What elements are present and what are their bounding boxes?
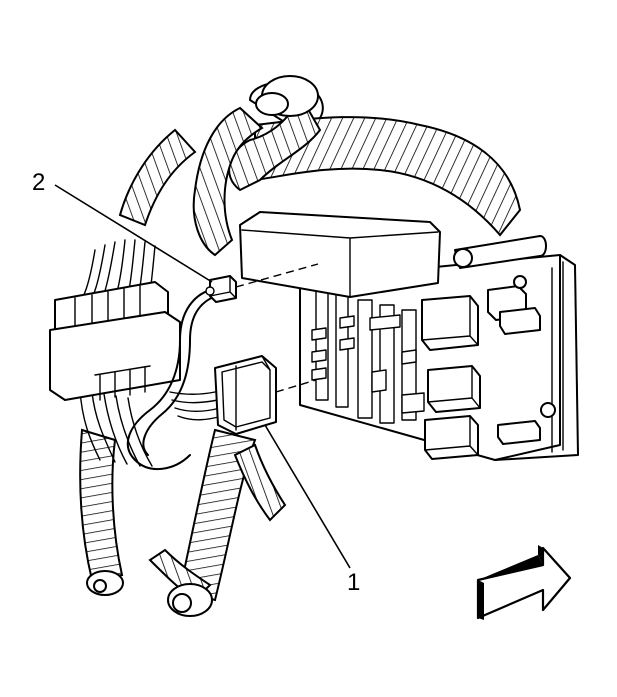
- callout-leaders: [54, 184, 351, 569]
- alignment-guides: [235, 263, 319, 393]
- direction-arrow-icon: [476, 545, 572, 620]
- terminal-cavities: [311, 314, 425, 414]
- leader-line-1: [264, 424, 351, 569]
- left-harness-connector: [49, 239, 181, 467]
- fuse-holders: [487, 275, 556, 445]
- harness-loom-lower: [79, 428, 287, 617]
- relay-3: [424, 415, 479, 460]
- connector-2: [205, 275, 237, 303]
- callout-label-1: 1: [347, 569, 360, 596]
- relay-center-block: [239, 211, 579, 461]
- pigtail-wire: [126, 289, 217, 471]
- connector-1: [169, 355, 277, 435]
- relay-2: [427, 365, 481, 413]
- relay-1: [421, 295, 479, 351]
- leader-line-2: [54, 184, 213, 283]
- harness-loom-upper: [118, 75, 522, 257]
- callout-label-2: 2: [32, 169, 45, 196]
